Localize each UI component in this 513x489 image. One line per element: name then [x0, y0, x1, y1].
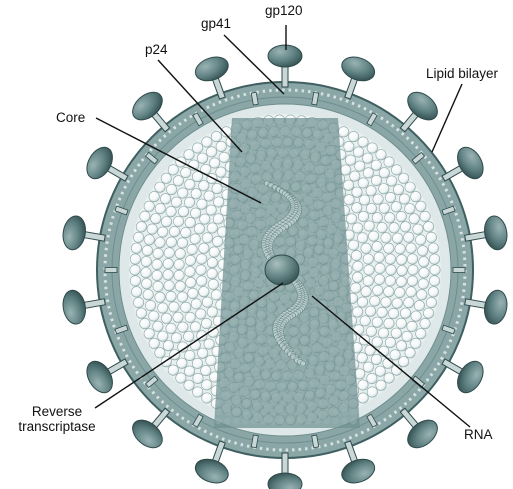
label-p24: p24 — [145, 42, 168, 57]
label-gp120: gp120 — [265, 3, 303, 18]
reverse-transcriptase-enzyme — [264, 254, 300, 286]
label-lipid-bilayer: Lipid bilayer — [426, 66, 499, 81]
leader-lipid-bilayer — [431, 83, 463, 153]
label-rna: RNA — [464, 427, 493, 442]
label-core: Core — [56, 110, 86, 125]
leader-lines — [94, 25, 471, 428]
label-reverse-transcriptase: Reverse transcriptase — [2, 404, 112, 434]
envelope-glycoproteins — [62, 44, 508, 489]
leader-p24 — [157, 59, 243, 153]
leader-gp41 — [223, 34, 285, 95]
label-reverse-line2: transcriptase — [18, 419, 96, 434]
label-reverse-line1: Reverse — [31, 404, 83, 419]
leader-core — [95, 117, 262, 204]
leader-rna — [311, 295, 471, 428]
label-gp41: gp41 — [201, 16, 232, 31]
leader-reverse-transcriptase — [94, 282, 284, 409]
